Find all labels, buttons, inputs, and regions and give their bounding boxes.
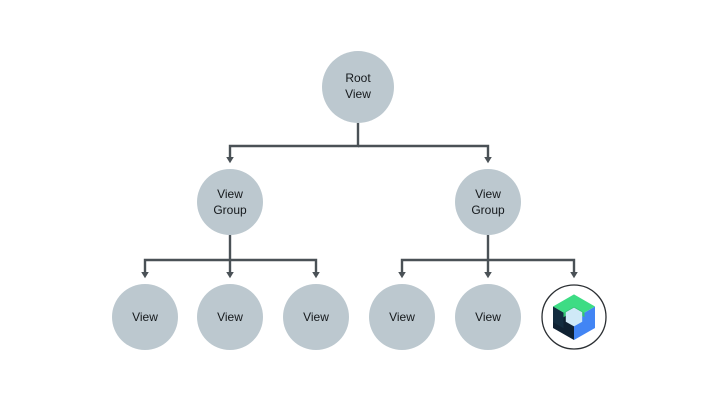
edge-vgright-view4 [398, 258, 488, 279]
node-label-line2: Group [471, 203, 505, 217]
node-circle [197, 169, 263, 235]
compose-left-notch [553, 306, 564, 329]
node-compose[interactable] [541, 284, 607, 350]
node-circle [322, 51, 394, 123]
node-view-3[interactable]: View [283, 284, 349, 350]
edge-vgright-compose [488, 258, 578, 279]
node-label: View [303, 310, 329, 324]
edge-root-vg-left [226, 123, 360, 164]
nodes-layer: Root View View Group View Group View [112, 51, 607, 350]
node-view-2[interactable]: View [197, 284, 263, 350]
node-viewgroup-right[interactable]: View Group [455, 169, 521, 235]
node-label: View [132, 310, 158, 324]
node-label-line2: View [345, 87, 371, 101]
node-label-line2: Group [213, 203, 247, 217]
node-label-line1: View [475, 187, 501, 201]
edges-layer [141, 123, 578, 279]
node-label: View [217, 310, 243, 324]
node-label: View [475, 310, 501, 324]
edge-vgleft-view1 [141, 258, 230, 279]
edge-root-vg-right [358, 144, 492, 164]
node-root-view[interactable]: Root View [322, 51, 394, 123]
node-circle [369, 284, 435, 350]
node-circle [455, 284, 521, 350]
node-view-5[interactable]: View [455, 284, 521, 350]
node-viewgroup-left[interactable]: View Group [197, 169, 263, 235]
node-circle [455, 169, 521, 235]
node-circle [112, 284, 178, 350]
node-view-1[interactable]: View [112, 284, 178, 350]
node-view-4[interactable]: View [369, 284, 435, 350]
node-circle [283, 284, 349, 350]
edge-vgleft-view3 [230, 258, 320, 279]
node-label-line1: View [217, 187, 243, 201]
compose-right-face [574, 306, 595, 340]
node-label-line1: Root [345, 71, 371, 85]
node-circle [197, 284, 263, 350]
jetpack-compose-icon [553, 294, 595, 340]
node-label: View [389, 310, 415, 324]
compose-top-face [553, 294, 595, 319]
compose-center-hex [565, 307, 583, 327]
